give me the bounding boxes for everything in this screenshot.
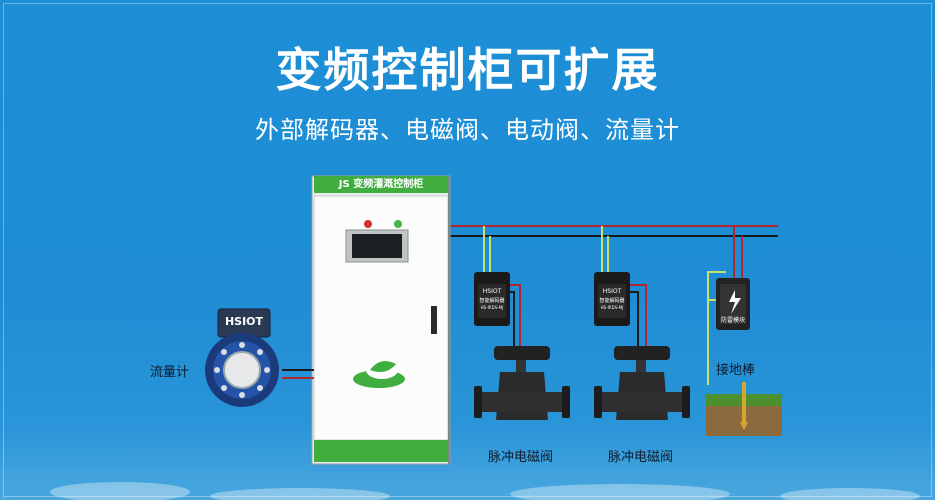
flowmeter-brand: HSIOT — [224, 315, 264, 328]
flowmeter-label: 流量计 — [150, 365, 190, 380]
pulse-solenoid-valve-1 — [474, 346, 570, 420]
decoder-1-wires — [483, 226, 521, 350]
red-indicator-light — [364, 220, 372, 228]
page-title: 变频控制柜可扩展 — [275, 43, 660, 97]
ground-soil — [706, 382, 782, 436]
leaf-logo-icon — [353, 361, 405, 388]
page-subtitle: 外部解码器、电磁阀、电动阀、流量计 — [255, 116, 680, 144]
surge-model: 防雷模块 — [720, 317, 745, 324]
cabinet-header-bar — [314, 176, 448, 193]
decoder-2 — [594, 272, 630, 326]
control-cabinet — [311, 175, 451, 465]
decoder-2-brand: HSIOT — [602, 288, 622, 295]
lightning-icon — [729, 290, 741, 314]
ground-rod — [742, 382, 746, 422]
valve-1-label: 脉冲电磁阀 — [488, 450, 554, 465]
decoder-1-model: 智能解码器 — [479, 298, 505, 304]
decoder-1-sub: HS-IRDS-MJ — [480, 305, 504, 310]
door-handle — [431, 306, 437, 334]
flowmeter — [205, 308, 314, 407]
decoder-1 — [474, 272, 510, 326]
surge-protector — [716, 278, 750, 330]
surge-wires — [707, 226, 743, 385]
valve-2-label: 脉冲电磁阀 — [608, 450, 674, 465]
green-indicator-light — [394, 220, 402, 228]
touch-screen — [352, 234, 402, 258]
pulse-solenoid-valve-2 — [594, 346, 690, 420]
decoder-1-brand: HSIOT — [482, 288, 502, 295]
bus-wires — [448, 225, 778, 237]
clouds — [50, 482, 920, 500]
decoder-2-model: 智能解码器 — [599, 298, 625, 304]
cabinet-header-text: JS 变频灌溉控制柜 — [338, 179, 424, 190]
decoder-2-sub: HS-IRDS-MJ — [600, 305, 624, 310]
ground-rod-label: 接地棒 — [716, 363, 756, 378]
